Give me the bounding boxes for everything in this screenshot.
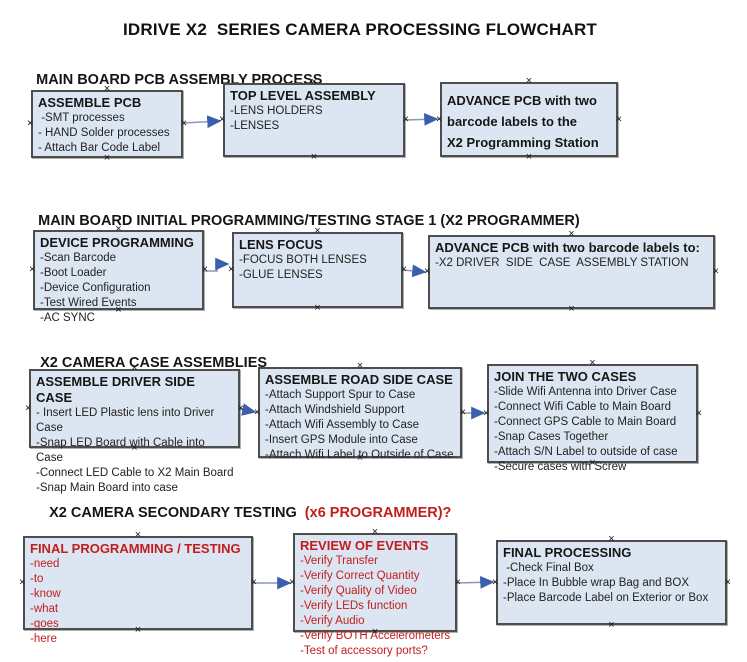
box-item: -Attach Support Spur to Case	[265, 389, 416, 401]
flow-box-device-programming[interactable]: DEVICE PROGRAMMING -Scan Barcode -Boot L…	[29, 224, 208, 325]
box-item: -need	[30, 558, 60, 570]
box-item: -what	[30, 603, 59, 615]
flow-arrow	[204, 257, 230, 272]
box-item: -Scan Barcode	[40, 252, 117, 264]
flow-arrow	[239, 403, 257, 416]
box-item: -Connect Wifi Cable to Main Board	[494, 401, 672, 413]
flow-arrow	[404, 113, 439, 126]
box-title: JOIN THE TWO CASES	[494, 369, 637, 384]
section-heading-text: MAIN BOARD INITIAL PROGRAMMING/TESTING S…	[38, 213, 580, 229]
box-item: -Check Final Box	[503, 562, 594, 574]
box-item: -Attach Windshield Support	[265, 404, 405, 416]
section-heading-case-assemblies: X2 CAMERA CASE ASSEMBLIES	[24, 339, 267, 387]
box-item: -LENSES	[230, 120, 280, 132]
box-title: FINAL PROGRAMMING / TESTING	[30, 541, 241, 556]
box-item: -Slide Wifi Antenna into Driver Case	[494, 386, 677, 398]
box-item: -goes	[30, 618, 59, 630]
box-item: -Connect LED Cable to X2 Main Board	[36, 467, 234, 479]
box-item: -Attach S/N Label to outside of case	[494, 446, 678, 458]
box-title: ASSEMBLE ROAD SIDE CASE	[265, 372, 453, 387]
box-item: -Device Configuration	[40, 282, 151, 294]
box-item: -Verify Quality of Video	[300, 585, 417, 597]
box-title: ASSEMBLE PCB	[38, 95, 142, 110]
box-item: -Verify LEDs function	[300, 600, 408, 612]
box-title: REVIEW OF EVENTS	[300, 538, 429, 553]
box-title: ADVANCE PCB with two barcode labels to t…	[447, 93, 599, 150]
box-item: -Test of accessory ports?	[300, 645, 428, 657]
box-item: -Attach Wifi Assembly to Case	[265, 419, 420, 431]
box-title: ASSEMBLE DRIVER SIDE CASE	[36, 374, 195, 405]
box-item: -know	[30, 588, 61, 600]
flow-box-assemble-driver-side-case[interactable]: ASSEMBLE DRIVER SIDE CASE - Insert LED P…	[25, 363, 244, 495]
box-item: -AC SYNC	[40, 312, 95, 324]
box-item: -Secure cases with Screw	[494, 461, 627, 473]
box-title: TOP LEVEL ASSEMBLY	[230, 88, 376, 103]
box-item: -FOCUS BOTH LENSES	[239, 254, 367, 266]
box-title: LENS FOCUS	[239, 237, 323, 252]
box-item: -here	[30, 633, 57, 645]
box-item: -Verify Correct Quantity	[300, 570, 420, 582]
flow-box-assemble-road-side-case[interactable]: ASSEMBLE ROAD SIDE CASE -Attach Support …	[254, 361, 466, 464]
flow-box-review-of-events[interactable]: REVIEW OF EVENTS -Verify Transfer -Verif…	[289, 527, 461, 658]
flow-arrow	[402, 264, 427, 278]
box-item: - Attach Bar Code Label	[38, 142, 161, 154]
flow-arrow	[456, 575, 495, 589]
box-item: -Snap LED Board with Cable into Case	[36, 437, 208, 464]
box-title: DEVICE PROGRAMMING	[40, 235, 194, 250]
section-heading-text: X2 CAMERA SECONDARY TESTING	[49, 505, 305, 521]
box-item: -Verify Transfer	[300, 555, 378, 567]
flow-box-advance-pcb-to-driver-side-station[interactable]: ADVANCE PCB with two barcode labels to: …	[424, 229, 719, 315]
box-item: - HAND Solder processes	[38, 127, 170, 139]
box-item: -Snap Main Board into case	[36, 482, 178, 494]
flow-box-assemble-pcb[interactable]: ASSEMBLE PCB -SMT processes - HAND Solde…	[27, 84, 187, 164]
flowchart-title: IDRIVE X2 SERIES CAMERA PROCESSING FLOWC…	[122, 20, 598, 39]
box-item: -Test Wired Events	[40, 297, 137, 309]
box-item: -Boot Loader	[40, 267, 107, 279]
flow-box-lens-focus[interactable]: LENS FOCUS -FOCUS BOTH LENSES -GLUE LENS…	[228, 226, 407, 314]
flow-arrow	[183, 115, 222, 129]
flow-box-advance-pcb-to-programming-station[interactable]: ADVANCE PCB with two barcode labels to t…	[436, 76, 622, 163]
box-item: -to	[30, 573, 44, 585]
box-item: -GLUE LENSES	[239, 269, 323, 281]
section-heading-text: X2 CAMERA CASE ASSEMBLIES	[40, 355, 268, 371]
box-title: ADVANCE PCB with two barcode labels to:	[435, 240, 700, 255]
section-heading-secondary-testing: X2 CAMERA SECONDARY TESTING (x6 PROGRAMM…	[33, 489, 451, 537]
flow-box-top-level-assembly[interactable]: TOP LEVEL ASSEMBLY -LENS HOLDERS -LENSES…	[219, 77, 409, 163]
flow-box-join-the-two-cases[interactable]: JOIN THE TWO CASES -Slide Wifi Antenna i…	[483, 358, 702, 474]
box-item: -Connect GPS Cable to Main Board	[494, 416, 677, 428]
section-heading-initial-programming: MAIN BOARD INITIAL PROGRAMMING/TESTING S…	[22, 197, 580, 245]
box-item: -Place Barcode Label on Exterior or Box	[503, 592, 709, 604]
box-item: -Place In Bubble wrap Bag and BOX	[503, 577, 690, 589]
section-heading-red-text: (x6 PROGRAMMER)?	[304, 505, 452, 521]
box-item: -Attach Wifi Label to Outside of Case	[265, 449, 454, 461]
box-item: -Verify Audio	[300, 615, 365, 627]
flow-box-final-processing[interactable]: FINAL PROCESSING -Check Final Box -Place…	[492, 534, 731, 631]
box-item: -LENS HOLDERS	[230, 105, 323, 117]
box-item: -X2 DRIVER SIDE CASE ASSEMBLY STATION	[435, 257, 689, 269]
box-item: -Snap Cases Together	[494, 431, 609, 443]
box-item: -Insert GPS Module into Case	[265, 434, 418, 446]
box-item: - Insert LED Plastic lens into Driver Ca…	[36, 407, 218, 434]
box-title: FINAL PROCESSING	[503, 545, 632, 560]
flow-box-final-programming-testing[interactable]: FINAL PROGRAMMING / TESTING -need -to -k…	[19, 530, 257, 646]
box-item: -SMT processes	[38, 112, 125, 124]
box-item: -Verify BOTH Accelerometers	[300, 630, 451, 642]
